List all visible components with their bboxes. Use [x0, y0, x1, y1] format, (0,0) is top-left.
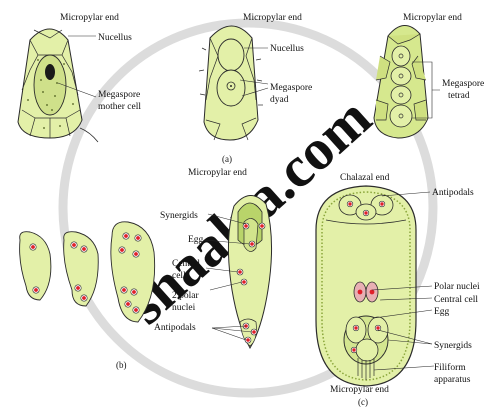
label-c-micropylar: Micropylar end	[330, 385, 389, 395]
label-mmc-line1: Megaspore	[98, 90, 140, 100]
label-dyad-line1: Megaspore	[270, 83, 312, 93]
embryo-sac-two-nucleate	[19, 231, 52, 301]
label-polar-line2: nuclei	[172, 303, 196, 313]
label-antipodals-c: Antipodals	[432, 188, 474, 198]
panel-label-b: (b)	[116, 360, 127, 370]
label-a-micropylar-3: Micropylar end	[403, 13, 462, 23]
label-filiform-line1: Filiform	[434, 362, 466, 373]
embryo-sac-eight-nucleate	[110, 221, 156, 323]
label-synergids-c: Synergids	[434, 341, 472, 351]
embryo-sac-four-nucleate	[63, 231, 99, 307]
ovule-megaspore-dyad	[198, 25, 263, 141]
label-filiform-line2: apparatus	[434, 375, 471, 385]
label-central-line2: cell	[172, 271, 186, 281]
label-a-micropylar-2: Micropylar end	[243, 13, 302, 23]
label-egg-b: Egg	[188, 235, 204, 245]
label-b-micropylar: Micropylar end	[188, 168, 247, 178]
label-tetrad-line1: Megaspore	[442, 79, 484, 89]
label-polar-nuclei-c: Polar nuclei	[434, 282, 480, 292]
label-chalazal-end: Chalazal end	[340, 173, 390, 183]
embryo-sac-mature	[315, 185, 417, 387]
leaders-c	[371, 191, 435, 371]
label-central-line1: Central	[172, 259, 200, 269]
ovule-megaspore-tetrad	[373, 25, 429, 139]
label-mmc-line2: mother cell	[98, 102, 141, 112]
label-dyad-line2: dyad	[270, 95, 289, 105]
label-egg-c: Egg	[434, 307, 450, 317]
label-nucellus-1: Nucellus	[98, 33, 132, 43]
embryo-sac-young-organised	[227, 195, 273, 350]
label-a-micropylar-1: Micropylar end	[60, 13, 119, 23]
label-polar-line1: 2 polar	[172, 291, 199, 301]
panel-label-a: (a)	[222, 154, 232, 164]
ovule-megaspore-mother-cell	[17, 28, 99, 143]
label-tetrad-line2: tetrad	[448, 91, 470, 101]
leaders-b	[203, 213, 253, 341]
label-nucellus-2: Nucellus	[270, 44, 304, 54]
label-synergids-b: Synergids	[160, 211, 198, 221]
panel-label-c: (c)	[358, 397, 368, 407]
label-central-cell-c: Central cell	[434, 295, 478, 305]
label-antipodals-b: Antipodals	[154, 323, 196, 333]
